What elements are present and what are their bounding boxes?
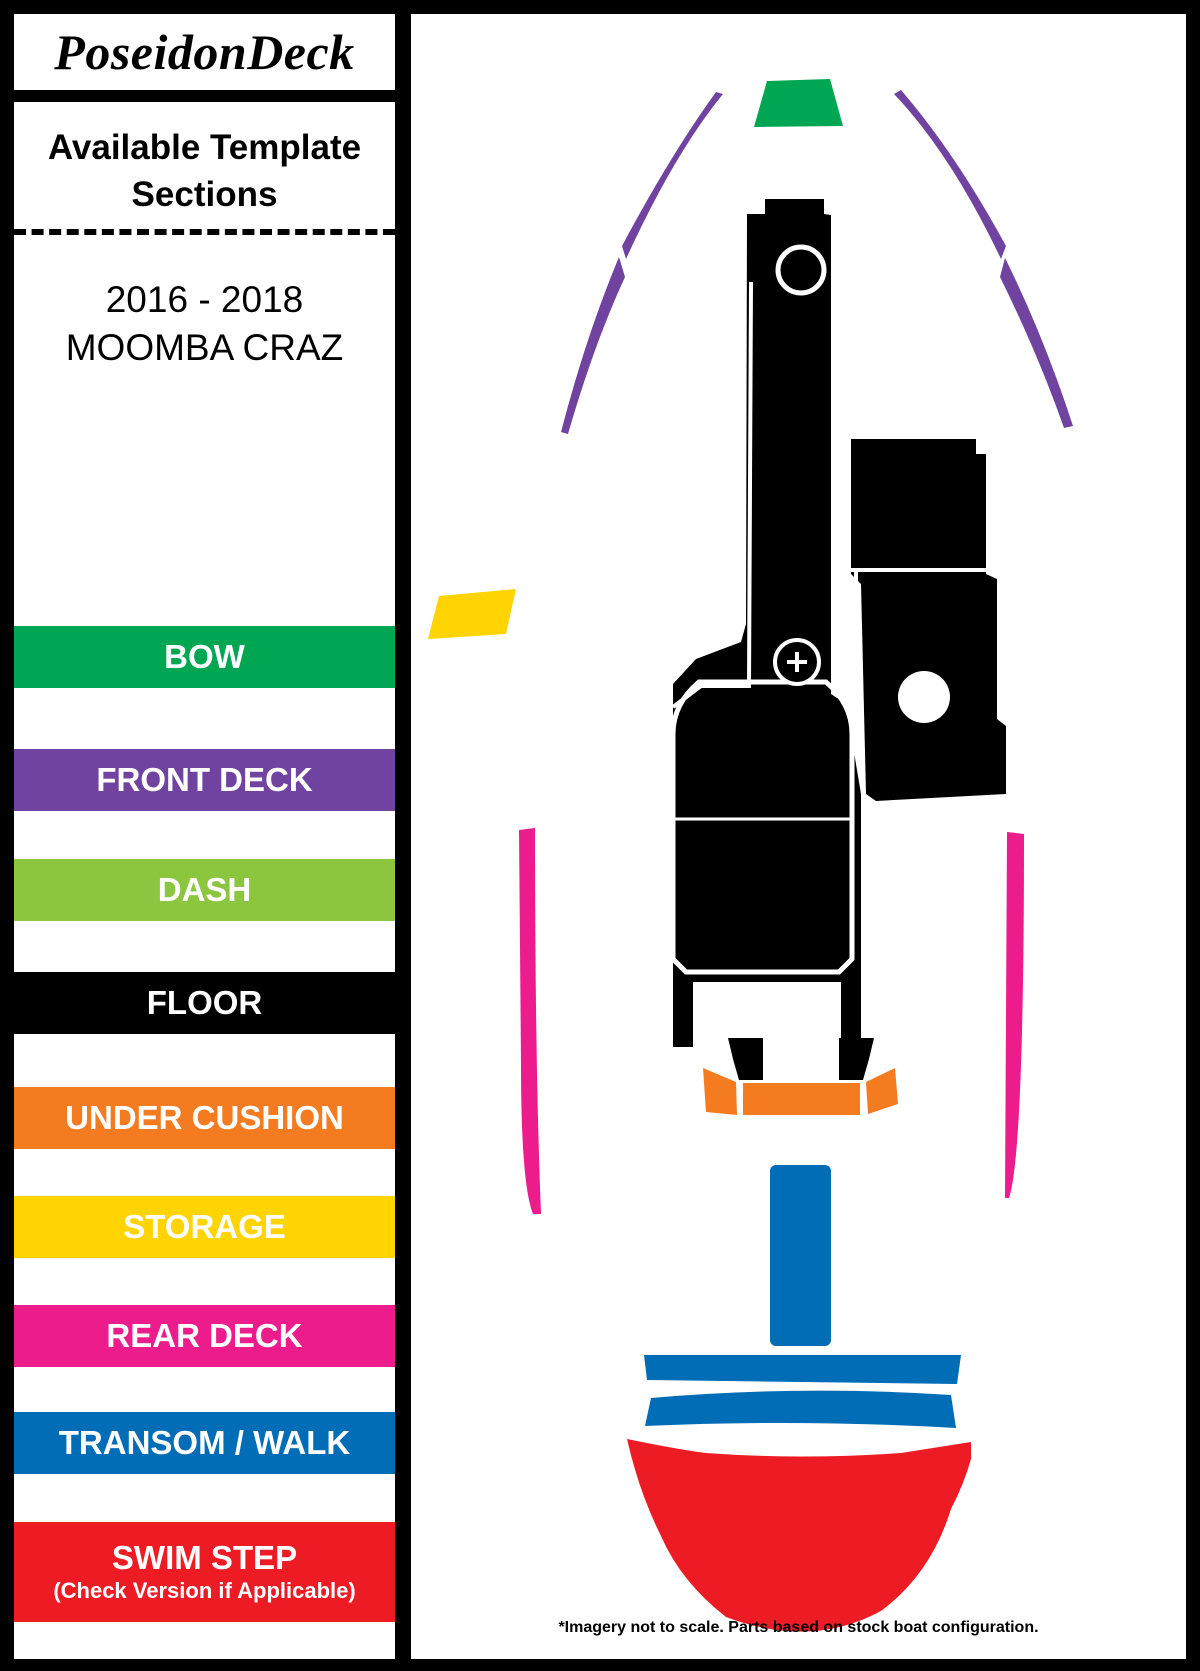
legend-label: FLOOR — [146, 984, 263, 1021]
front-deck-left-lower — [561, 257, 625, 434]
legend-label: TRANSOM / WALK — [58, 1424, 351, 1461]
transom-lower-strip — [645, 1390, 956, 1428]
front-deck-right-upper — [894, 90, 1006, 259]
panel-heading: Available Template Sections — [14, 124, 395, 218]
legend-floor: FLOOR — [14, 972, 395, 1034]
floor-right-block — [851, 439, 1006, 801]
legend-swim-step: SWIM STEP (Check Version if Applicable) — [14, 1522, 395, 1622]
legend-label: SWIM STEP — [111, 1539, 298, 1576]
legend-sublabel: (Check Version if Applicable) — [53, 1578, 356, 1603]
legend-label: FRONT DECK — [96, 761, 313, 798]
legend-rear-deck: REAR DECK — [14, 1305, 395, 1367]
heading-line-1: Available Template — [47, 128, 362, 167]
boat-model: 2016 - 2018 MOOMBA CRAZ — [14, 276, 395, 372]
legend-panel: PoseidonDeck Available Template Sections… — [14, 14, 395, 1659]
boat-diagram-svg — [428, 79, 1073, 1632]
under-cushion-left — [703, 1068, 737, 1115]
hatch-middle-cross — [787, 652, 807, 672]
heading-line-2: Sections — [131, 175, 278, 214]
legend-transom-walk: TRANSOM / WALK — [14, 1412, 395, 1474]
legend-storage: STORAGE — [14, 1196, 395, 1258]
rear-deck-left — [519, 828, 541, 1214]
hatch-right-circle — [898, 671, 950, 723]
hatch-upper-circle — [775, 244, 827, 296]
legend-front-deck: FRONT DECK — [14, 749, 395, 811]
rear-deck-right — [1005, 832, 1024, 1198]
under-cushion-right — [866, 1068, 898, 1114]
transom-upper-strip — [644, 1355, 961, 1384]
front-deck-right-lower — [1000, 258, 1073, 428]
floor-seams — [671, 281, 997, 709]
brand-header: PoseidonDeck — [14, 14, 395, 102]
floor-panel-outline — [670, 679, 855, 975]
model-name: MOOMBA CRAZ — [65, 327, 344, 368]
legend-label: UNDER CUSHION — [65, 1099, 344, 1136]
legend-label: STORAGE — [123, 1208, 286, 1245]
legend-label: DASH — [157, 871, 252, 908]
floor-tab-left — [728, 1038, 763, 1080]
legend-label: BOW — [164, 638, 245, 675]
footnote: *Imagery not to scale. Parts based on st… — [558, 1619, 1039, 1636]
under-cushion-center — [743, 1083, 860, 1115]
bow-part — [754, 79, 843, 127]
boat-diagram: *Imagery not to scale. Parts based on st… — [411, 14, 1186, 1659]
brand-logo: PoseidonDeck — [54, 24, 355, 80]
legend-bow: BOW — [14, 626, 395, 688]
legend-label: REAR DECK — [106, 1317, 303, 1354]
transom-walk-center — [770, 1165, 831, 1346]
floor-tab-right — [839, 1038, 874, 1080]
model-years: 2016 - 2018 — [105, 279, 304, 320]
swim-step-part — [627, 1439, 971, 1632]
legend-dash: DASH — [14, 859, 395, 921]
dashed-divider — [14, 229, 395, 235]
front-deck-left-upper — [622, 92, 723, 259]
floor-main — [673, 199, 861, 1047]
storage-part — [428, 589, 516, 639]
legend-under-cushion: UNDER CUSHION — [14, 1087, 395, 1149]
